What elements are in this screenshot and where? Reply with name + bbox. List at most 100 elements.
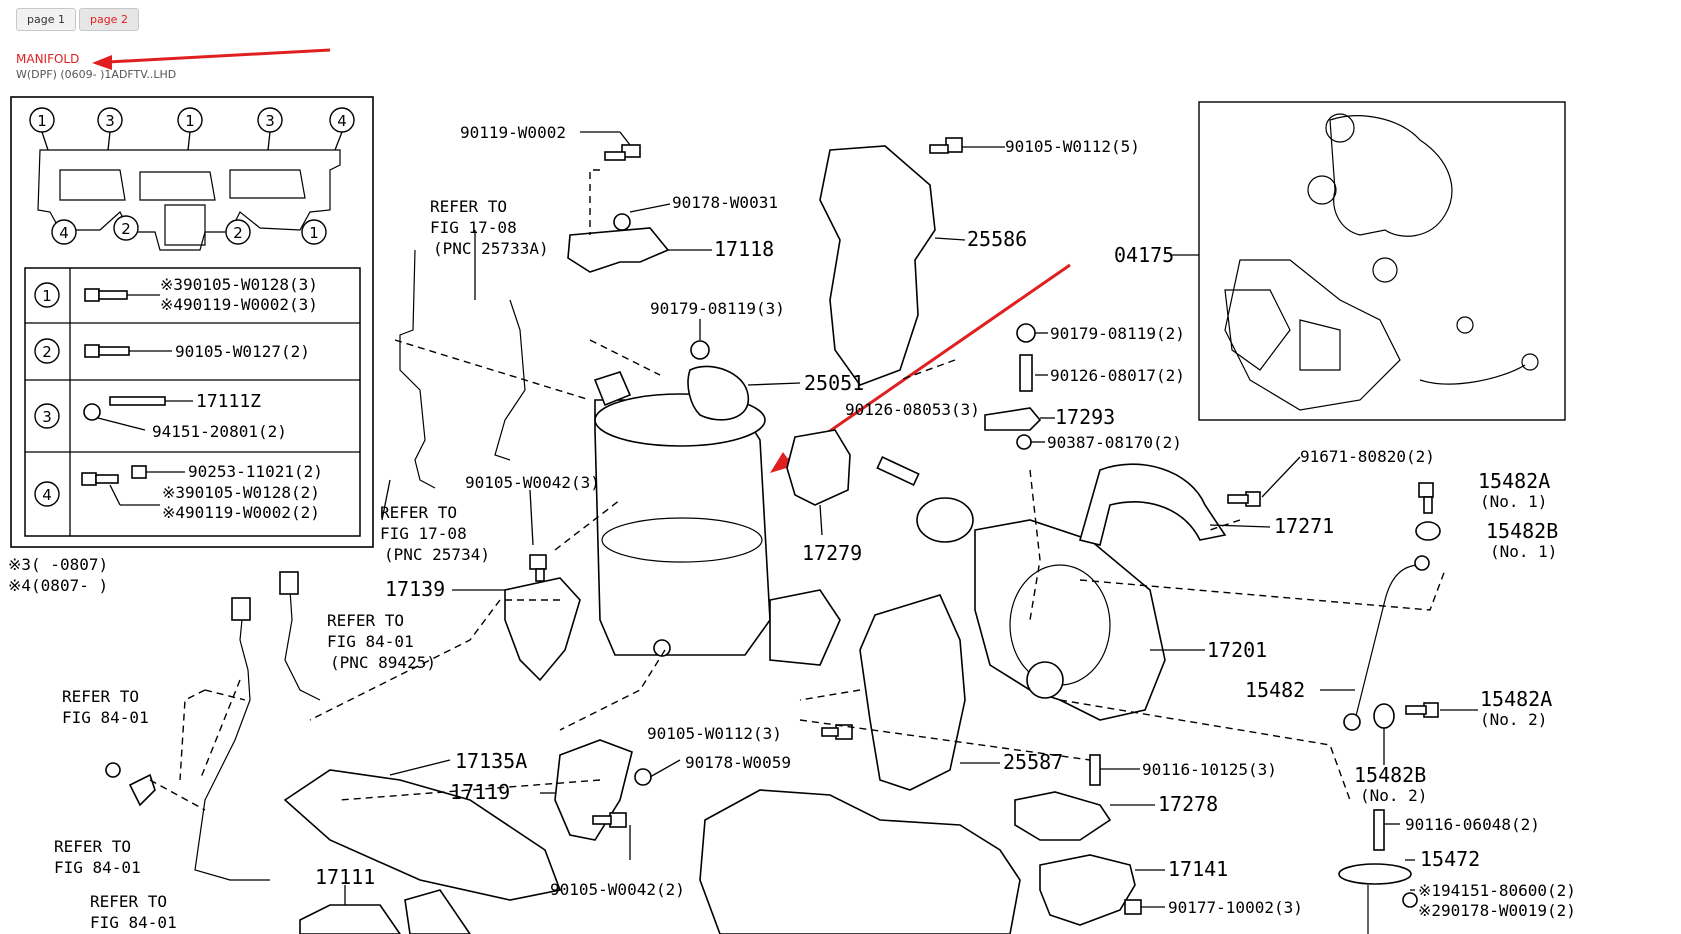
inset-box: 1 3 1 3 4 4 2 2 1	[10, 96, 374, 548]
row-key: 4	[42, 486, 52, 504]
row-key: 1	[42, 287, 52, 305]
refer-fig-84-01-b[interactable]: REFER TO FIG 84-01	[54, 837, 141, 877]
row-3-line-1: 17111Z	[196, 391, 261, 412]
label-90105-W0112-3[interactable]: 90105-W0112(3)	[647, 724, 782, 743]
pressure-pipe-mid	[494, 299, 526, 461]
label-17278[interactable]: 17278	[1158, 792, 1218, 816]
label-17139[interactable]: 17139	[385, 577, 445, 601]
note-4: ※4(0807- )	[8, 576, 108, 595]
callout-number: 1	[309, 224, 319, 242]
refer-line: REFER TO	[380, 503, 457, 522]
label-91671-80820-2[interactable]: 91671-80820(2)	[1300, 447, 1435, 466]
washer-90387-08170	[1016, 434, 1032, 450]
union-bolt-15482A-no1	[1418, 482, 1434, 514]
bolt-icon	[84, 288, 160, 302]
stud-90116-10125	[1089, 754, 1101, 786]
label-90105-W0042-3[interactable]: 90105-W0042(3)	[465, 473, 600, 492]
note-3: ※3( -0807)	[8, 555, 108, 574]
insulator-17271	[1079, 463, 1227, 546]
refer-line: (PNC 89425)	[330, 653, 436, 672]
row-3-line-2: 94151-20801(2)	[152, 422, 287, 441]
annotation-arrow-title	[92, 48, 331, 70]
label-90179-08119-3[interactable]: 90179-08119(3)	[650, 299, 785, 318]
refer-fig-17-08-25734[interactable]: REFER TO FIG 17-08 (PNC 25734)	[380, 503, 490, 564]
label-90177-10002-3[interactable]: 90177-10002(3)	[1168, 898, 1303, 917]
label-25587[interactable]: 25587	[1003, 750, 1063, 774]
callout-number: 1	[185, 112, 195, 130]
label-90178-W0031[interactable]: 90178-W0031	[672, 193, 778, 212]
page-subtitle: W(DPF) (0609- )1ADFTV..LHD	[16, 68, 177, 81]
label-15482A-no1[interactable]: 15482A	[1478, 469, 1550, 493]
nut-icon	[83, 403, 146, 431]
label-90116-10125-3[interactable]: 90116-10125(3)	[1142, 760, 1277, 779]
label-17141[interactable]: 17141	[1168, 857, 1228, 881]
label-90116-06048-2[interactable]: 90116-06048(2)	[1405, 815, 1540, 834]
nut-90178-W0059	[634, 768, 652, 786]
label-17135A[interactable]: 17135A	[455, 749, 527, 773]
refer-fig-17-08-25733A[interactable]: REFER TO FIG 17-08 (PNC 25733A)	[430, 197, 549, 258]
refer-line: FIG 84-01	[327, 632, 414, 651]
label-17271[interactable]: 17271	[1274, 514, 1334, 538]
label-194151-80600-2[interactable]: ※194151-80600(2)	[1418, 881, 1576, 900]
insulator-17135A	[283, 769, 562, 901]
refer-line: REFER TO	[54, 837, 131, 856]
union-bolt-15482A-no2	[1405, 702, 1439, 718]
stud-90126-08017	[1019, 354, 1033, 392]
converter-25051	[593, 365, 841, 666]
label-15482A-no2-sub: (No. 2)	[1480, 710, 1547, 729]
label-04175[interactable]: 04175	[1114, 243, 1174, 267]
label-15482A-no2[interactable]: 15482A	[1480, 687, 1552, 711]
label-90105-W0112-5[interactable]: 90105-W0112(5)	[1005, 137, 1140, 156]
inset-bottom-callouts: 4 2 2 1	[51, 215, 327, 245]
callout-number: 4	[337, 112, 347, 130]
bolt-90105-W0112-5	[929, 137, 963, 154]
refer-line: REFER TO	[430, 197, 507, 216]
label-25586[interactable]: 25586	[967, 227, 1027, 251]
turbocharger-17201	[916, 497, 1166, 721]
bolt-90119-W0002	[604, 144, 641, 161]
tab-page-2[interactable]: page 2	[78, 8, 139, 31]
label-15482A-no1-sub: (No. 1)	[1480, 492, 1547, 511]
refer-line: REFER TO	[90, 892, 167, 911]
label-90179-08119-2[interactable]: 90179-08119(2)	[1050, 324, 1185, 343]
refer-fig-84-01-89425A[interactable]: REFER TO FIG 84-01	[90, 892, 177, 932]
label-90126-08017-2[interactable]: 90126-08017(2)	[1050, 366, 1185, 385]
label-15482B-no1-sub: (No. 1)	[1490, 542, 1557, 561]
label-25051[interactable]: 25051	[804, 371, 864, 395]
label-15482[interactable]: 15482	[1245, 678, 1305, 702]
bracket-17118	[567, 227, 670, 273]
pressure-pipe-left	[399, 249, 436, 489]
label-90119-W0002[interactable]: 90119-W0002	[460, 123, 566, 142]
stud-90116-06048	[1373, 809, 1385, 851]
page-title: MANIFOLD	[16, 52, 80, 66]
callout-number: 1	[37, 112, 47, 130]
label-15482B-no1[interactable]: 15482B	[1486, 519, 1558, 543]
sensor-wire-1	[284, 589, 321, 701]
label-15482B-no2[interactable]: 15482B	[1354, 763, 1426, 787]
gasket-15482B-no2	[1373, 703, 1395, 729]
label-90387-08170-2[interactable]: 90387-08170(2)	[1047, 433, 1182, 452]
label-17118[interactable]: 17118	[714, 237, 774, 261]
label-90126-08053-3[interactable]: 90126-08053(3)	[845, 400, 980, 419]
label-15472[interactable]: 15472	[1420, 847, 1480, 871]
label-17111[interactable]: 17111	[315, 865, 375, 889]
label-90178-W0059[interactable]: 90178-W0059	[685, 753, 791, 772]
refer-line: FIG 84-01	[54, 858, 141, 877]
label-17279[interactable]: 17279	[802, 541, 862, 565]
label-90105-W0042-2[interactable]: 90105-W0042(2)	[550, 880, 685, 899]
callout-number: 4	[59, 224, 69, 242]
label-17201[interactable]: 17201	[1207, 638, 1267, 662]
label-17119[interactable]: 17119	[450, 780, 510, 804]
tab-page-1[interactable]: page 1	[16, 8, 76, 31]
refer-fig-84-01-a[interactable]: REFER TO FIG 84-01	[62, 687, 149, 727]
refer-fig-84-01-89425[interactable]: REFER TO FIG 84-01 (PNC 89425)	[327, 611, 436, 672]
gasket-17278	[1014, 791, 1112, 841]
label-290178-W0019-2[interactable]: ※290178-W0019(2)	[1418, 901, 1576, 920]
bolt-90105-W0042-3	[529, 554, 547, 582]
label-17293[interactable]: 17293	[1055, 405, 1115, 429]
callout-number: 3	[105, 112, 115, 130]
page-tabs: page 1 page 2	[16, 8, 139, 31]
assembly-inset-04175	[1198, 101, 1566, 421]
callout-number: 2	[233, 224, 243, 242]
